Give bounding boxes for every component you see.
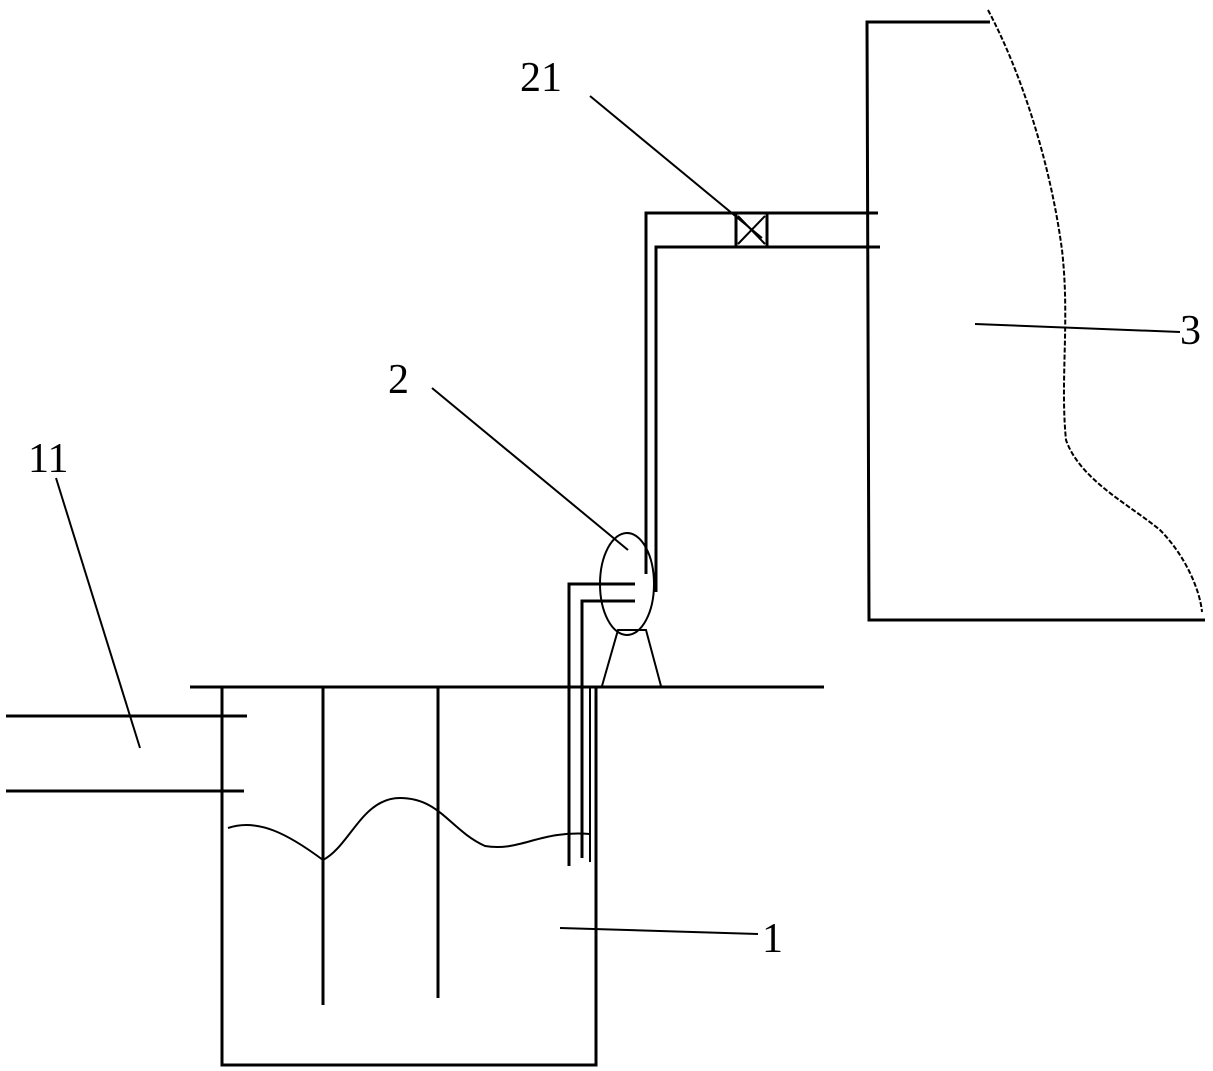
label-container: 3 <box>1180 308 1201 354</box>
discharge-pipe <box>644 211 880 592</box>
container <box>865 9 1205 622</box>
pump-stand <box>601 629 662 687</box>
valve-body <box>734 211 769 249</box>
inlet-pipe <box>6 714 247 793</box>
suction-pipe <box>567 582 635 866</box>
pump <box>599 532 662 687</box>
label-inlet-pipe: 11 <box>28 436 68 482</box>
leader-line-3 <box>974 323 1181 333</box>
suction-pipe-inner <box>580 599 635 858</box>
label-valve: 21 <box>520 55 562 101</box>
suction-pipe-outer <box>567 582 635 866</box>
tank <box>220 687 598 1067</box>
water-surface <box>227 796 591 862</box>
discharge-pipe-inner <box>654 245 880 592</box>
label-pump: 2 <box>388 357 409 403</box>
label-tank: 1 <box>762 916 783 962</box>
leader-line-1 <box>559 927 759 935</box>
leader-line-2 <box>431 387 629 551</box>
leader-line-21 <box>589 95 763 239</box>
tank-walls <box>220 687 598 1067</box>
discharge-pipe-outer <box>644 211 878 574</box>
pump-body <box>599 532 655 636</box>
container-irregular-edge <box>987 9 1203 613</box>
leader-line-11 <box>55 477 141 749</box>
container-outline <box>865 20 1205 622</box>
